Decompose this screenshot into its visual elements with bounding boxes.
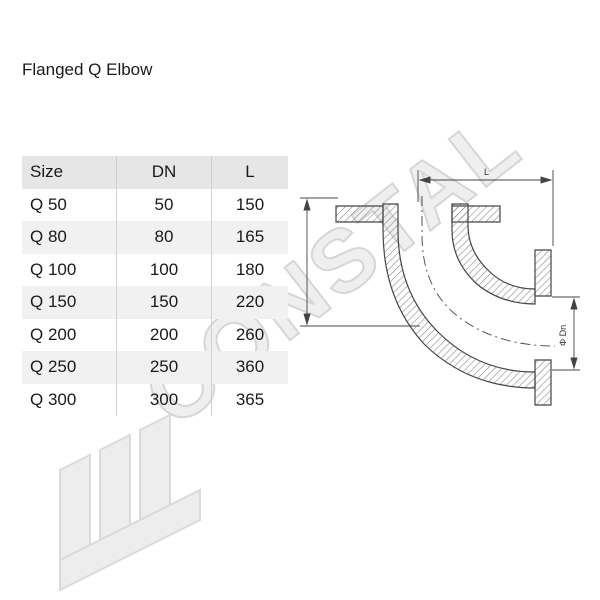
- cell-dn: 150: [116, 286, 212, 319]
- cell-l: 360: [211, 351, 288, 384]
- cell-l: 220: [211, 286, 288, 319]
- top-flange-left: [335, 205, 384, 223]
- table-header-row: Size DN L: [22, 156, 288, 189]
- dimension-table: Size DN L Q 50 50 150 Q 80 80 165 Q 100 …: [22, 156, 288, 416]
- watermark-logo-icon: [59, 413, 201, 592]
- document-title: Flanged Q Elbow: [22, 60, 153, 79]
- cell-size: Q 300: [30, 389, 77, 409]
- cell-size: Q 200: [30, 324, 77, 344]
- dimension-label-l: L: [484, 167, 489, 177]
- table-row: Q 100 100 180: [22, 253, 288, 286]
- cell-size: Q 250: [30, 357, 77, 377]
- cell-dn: 200: [116, 318, 212, 351]
- cell-dn: 100: [116, 253, 212, 286]
- right-flange-bottom: [534, 359, 552, 406]
- elbow-technical-drawing: L Φ Dn: [300, 167, 580, 406]
- dimension-label-dn: Φ Dn: [558, 325, 568, 346]
- elbow-center-line: [421, 196, 556, 347]
- column-header-l: L: [211, 156, 288, 189]
- right-flange-top: [534, 249, 552, 297]
- cell-dn: 80: [116, 221, 212, 254]
- column-header-dn: DN: [116, 156, 212, 189]
- table-row: Q 200 200 260: [22, 318, 288, 351]
- cell-l: 150: [211, 188, 288, 221]
- table-row: Q 300 300 365: [22, 383, 288, 416]
- table-row: Q 50 50 150: [22, 188, 288, 221]
- cell-l: 165: [211, 221, 288, 254]
- cell-size: Q 80: [30, 227, 67, 247]
- table-row: Q 150 150 220: [22, 286, 288, 319]
- table-row: Q 250 250 360: [22, 351, 288, 384]
- cell-dn: 300: [116, 383, 212, 416]
- cell-l: 260: [211, 318, 288, 351]
- cell-l: 365: [211, 383, 288, 416]
- cell-dn: 250: [116, 351, 212, 384]
- cell-l: 180: [211, 253, 288, 286]
- column-header-size: Size: [30, 162, 64, 182]
- table-row: Q 80 80 165: [22, 221, 288, 254]
- cell-dn: 50: [116, 188, 212, 221]
- cell-size: Q 50: [30, 194, 67, 214]
- cell-size: Q 100: [30, 259, 77, 279]
- cell-size: Q 150: [30, 292, 77, 312]
